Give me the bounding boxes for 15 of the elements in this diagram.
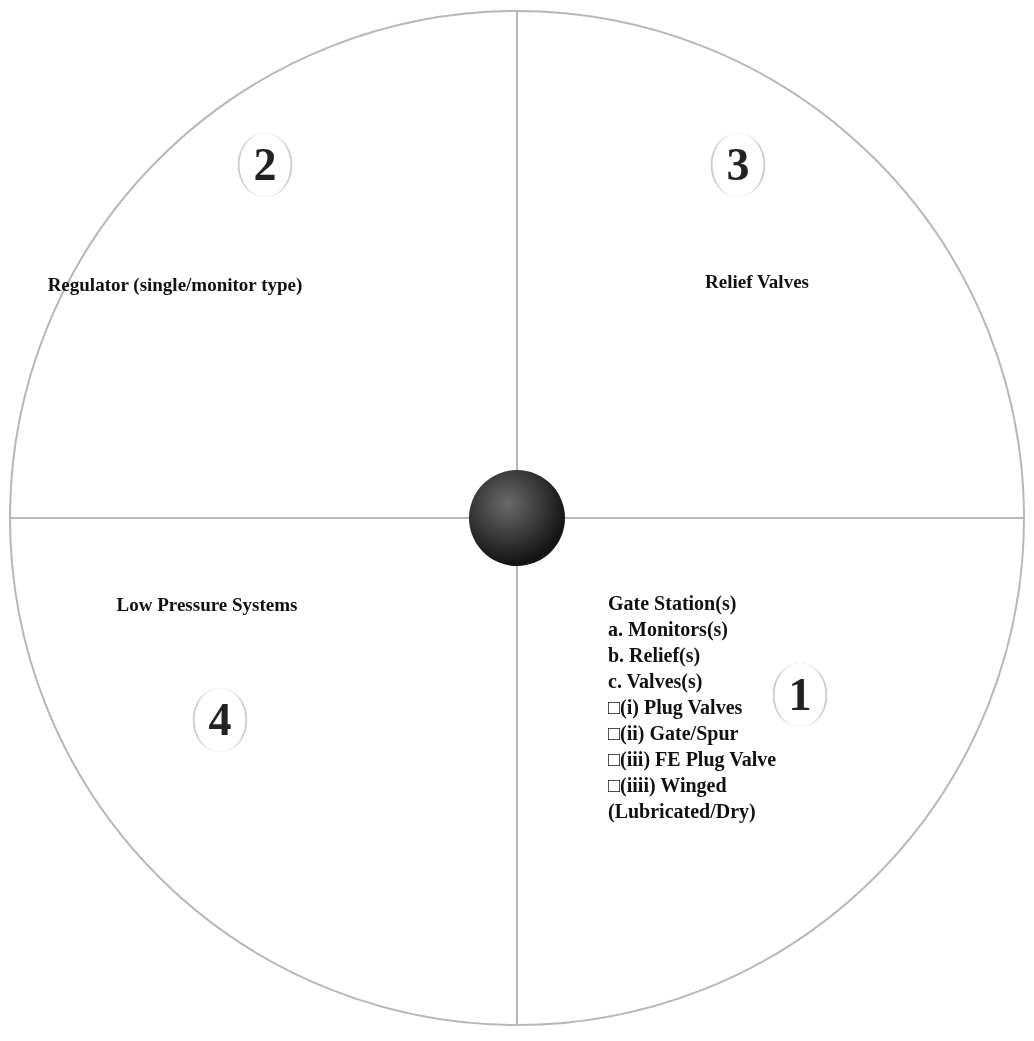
quadrant-number: 3: [710, 133, 766, 197]
list-item: a. Monitors(s): [608, 617, 729, 642]
list-item: □(ii) Gate/Spur: [608, 721, 740, 746]
quadrant-number: 1: [772, 663, 828, 727]
list-item: □(i) Plug Valves: [608, 695, 744, 720]
list-heading: Gate Station(s): [608, 591, 738, 616]
list-item: □(iiii) Winged (Lubricated/Dry): [608, 773, 757, 824]
quadrant-number: 4: [192, 688, 248, 752]
quadrant-label: Relief Valves: [705, 271, 809, 293]
quadrant-label: Low Pressure Systems: [116, 594, 298, 616]
list-item: c. Valves(s): [608, 669, 704, 694]
list-item: □(iii) FE Plug Valve: [608, 747, 778, 772]
list-item: b. Relief(s): [608, 643, 702, 668]
quadrant-number: 2: [237, 133, 293, 197]
quadrant-label: Regulator (single/monitor type): [47, 274, 303, 296]
